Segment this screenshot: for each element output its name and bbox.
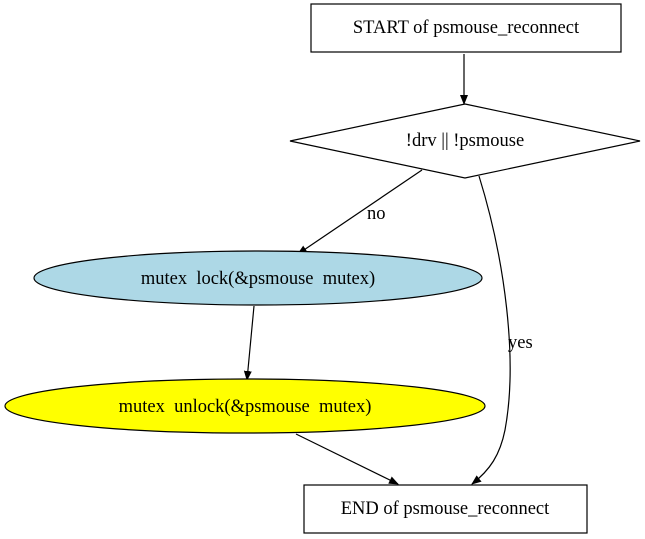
node-condition-label: !drv || !psmouse [406,131,524,151]
edge-cond-to-end: yes [471,175,533,485]
node-mutex-unlock[interactable]: mutex unlock(&psmouse mutex) [4,378,486,434]
node-end[interactable]: END of psmouse_reconnect [303,484,588,534]
node-mutex-lock-label: mutex lock(&psmouse mutex) [141,269,375,289]
edge-unlock-to-end [295,433,399,485]
edge-cond-to-lock: no [297,169,423,255]
node-mutex-lock[interactable]: mutex lock(&psmouse mutex) [33,250,483,306]
edge-lock-to-unlock [243,305,255,381]
edge-label-no: no [367,204,386,224]
node-start[interactable]: START of psmouse_reconnect [310,3,622,53]
node-mutex-unlock-label: mutex unlock(&psmouse mutex) [119,397,372,417]
node-condition[interactable]: !drv || !psmouse [289,103,641,179]
edge-label-yes: yes [508,333,533,353]
node-start-label: START of psmouse_reconnect [353,18,580,38]
node-end-label: END of psmouse_reconnect [341,499,550,519]
